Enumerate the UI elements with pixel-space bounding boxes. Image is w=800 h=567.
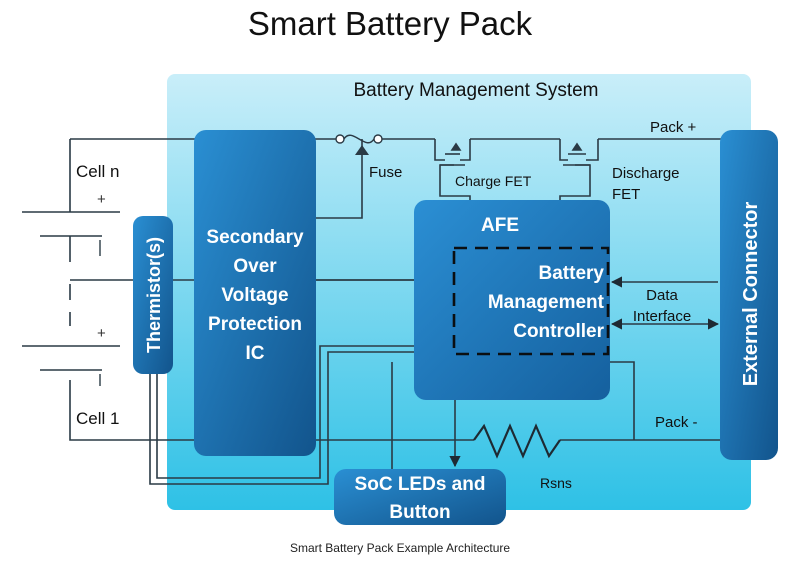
cell-1-symbol [22, 345, 120, 386]
thermistor-block [133, 216, 173, 374]
cell-1-plus: + [97, 325, 106, 342]
figure-caption: Smart Battery Pack Example Architecture [290, 541, 510, 555]
bmc-label: Battery Management Controller [488, 263, 605, 342]
svg-text:Protection: Protection [208, 314, 302, 335]
svg-text:IC: IC [246, 343, 265, 364]
soc-leds-button-block [334, 469, 506, 525]
diagram-title: Smart Battery Pack [248, 5, 533, 42]
bms-label: Battery Management System [354, 80, 599, 101]
fuse-label: Fuse [369, 164, 402, 181]
svg-text:Secondary: Secondary [206, 227, 304, 248]
charge-fet-label: Charge FET [455, 173, 532, 189]
svg-text:Controller: Controller [513, 321, 604, 342]
svg-text:Battery: Battery [539, 263, 605, 284]
data-interface-label-1: Data [646, 287, 678, 304]
protection-ic-block [194, 130, 316, 456]
pack-plus-label: Pack + [650, 119, 697, 136]
afe-label: AFE [481, 215, 519, 236]
rsns-label: Rsns [540, 475, 572, 491]
sense-resistor-symbol [473, 423, 561, 459]
cell-n-label: Cell n [76, 162, 119, 181]
bmc-dashed-border [452, 246, 610, 356]
protection-ic-label: Secondary Over Voltage Protection IC [206, 227, 304, 364]
data-interface-label-2: Interface [633, 308, 691, 325]
svg-text:Button: Button [389, 502, 450, 523]
cell-1-label: Cell 1 [76, 409, 119, 428]
charge-fet-symbol [434, 139, 471, 166]
external-connector-block [720, 130, 778, 460]
cell-n-plus: + [97, 191, 106, 208]
discharge-fet-symbol [559, 139, 599, 166]
pack-minus-label: Pack - [655, 414, 698, 431]
svg-text:SoC LEDs and: SoC LEDs and [355, 474, 486, 495]
afe-block [414, 200, 610, 400]
thermistor-label: Thermistor(s) [144, 237, 164, 353]
svg-text:Management: Management [488, 292, 605, 313]
wiring [69, 138, 722, 485]
cell-n-symbol [22, 211, 120, 256]
discharge-fet-label-1: Discharge [612, 165, 680, 182]
fuse-symbol [335, 134, 383, 155]
external-connector-label: External Connector [740, 202, 762, 387]
discharge-fet-label-2: FET [612, 186, 640, 203]
soc-leds-button-label: SoC LEDs and Button [355, 474, 486, 523]
svg-text:Voltage: Voltage [221, 285, 288, 306]
svg-text:Over: Over [233, 256, 277, 277]
